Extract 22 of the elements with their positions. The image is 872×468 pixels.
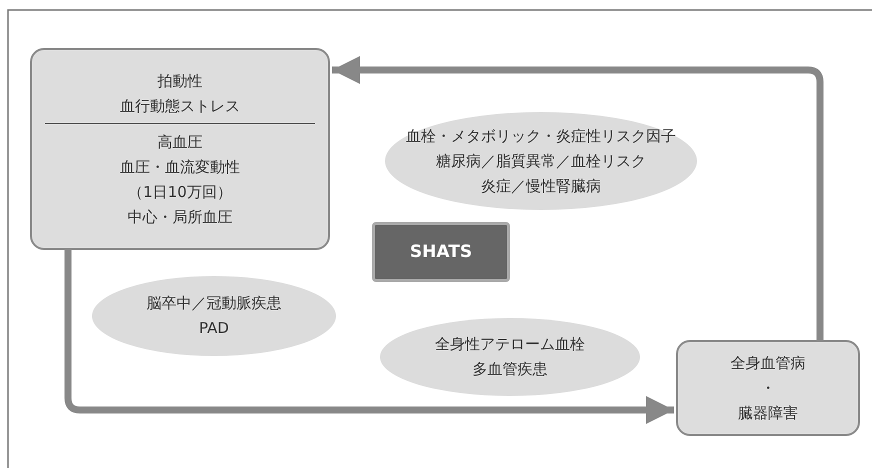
shats-box: [372, 222, 510, 282]
node-text: 血圧・血流変動性: [120, 156, 240, 178]
box-heading: 拍動性: [158, 70, 202, 92]
stress-box: [30, 48, 330, 250]
node-text: 多血管疾患: [472, 359, 548, 380]
node-text: 全身性アテローム血栓: [435, 334, 585, 355]
arrow: [332, 56, 824, 340]
node-text: 糖尿病／脂質異常／血栓リスク: [436, 150, 646, 172]
node-text: 高血圧: [158, 132, 202, 152]
node-text: （1日10万回）: [128, 182, 232, 202]
node-text: 脳卒中／冠動脈疾患: [146, 293, 282, 314]
node-text: SHATS: [410, 240, 472, 264]
outcome-box: [676, 340, 860, 436]
node-text: ・: [760, 378, 776, 398]
node-text: 炎症／慢性腎臓病: [481, 176, 601, 196]
node-text: 中心・局所血圧: [128, 206, 232, 228]
arrow: [64, 250, 674, 424]
node-text: PAD: [199, 318, 229, 339]
box-heading: 血行動態ストレス: [120, 96, 240, 116]
node-text: 血栓・メタボリック・炎症性リスク因子: [406, 126, 676, 146]
node-text: 臓器障害: [738, 402, 798, 424]
node-text: 全身血管病: [730, 352, 806, 374]
